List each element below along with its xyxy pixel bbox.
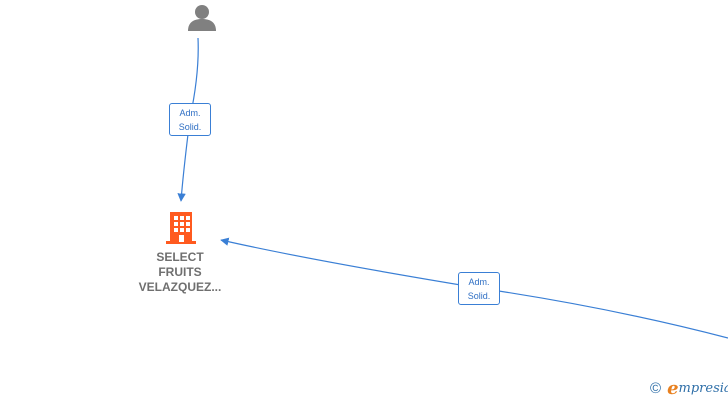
building-icon[interactable]	[166, 212, 196, 244]
person-icon[interactable]	[188, 5, 216, 31]
edge-label-adm-solid: Adm. Solid.	[458, 272, 500, 305]
copyright-icon: ©	[650, 379, 662, 397]
company-name-line: VELAZQUEZ...	[138, 280, 222, 294]
company-name-line: FRUITS	[158, 265, 202, 279]
edge-label-line: Adm.	[179, 108, 201, 118]
company-name-line: SELECT	[156, 250, 204, 264]
footer-brand[interactable]: © e mpresia	[650, 377, 728, 399]
edge-label-adm-solid: Adm. Solid.	[169, 103, 211, 136]
edge-label-line: Adm.	[468, 277, 490, 287]
company-name[interactable]: SELECT FRUITS VELAZQUEZ...	[130, 250, 230, 295]
brand-logo-letter: e	[667, 377, 679, 399]
edge-label-line: Solid.	[467, 291, 491, 301]
edge-label-line: Solid.	[178, 122, 202, 132]
brand-logo-text: mpresia	[678, 380, 728, 396]
